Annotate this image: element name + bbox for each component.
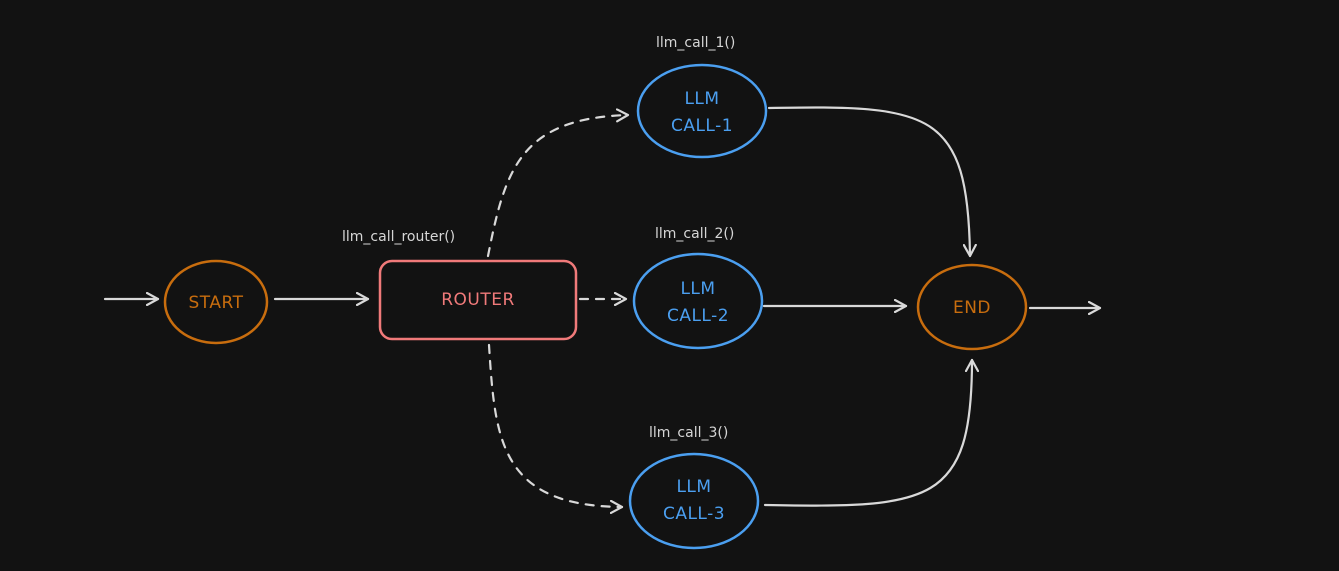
llm-call-3-line1: LLM	[676, 477, 711, 497]
start-label: START	[189, 293, 244, 313]
llm-call-1-node: LLM CALL-1	[636, 63, 768, 159]
router-box	[378, 259, 578, 341]
llm-call-3-line2: CALL-3	[663, 504, 725, 524]
llm-call-3-function-label: llm_call_3()	[649, 425, 728, 441]
llm-call-2-line1: LLM	[680, 279, 715, 299]
edge-router-to-llm1	[486, 115, 630, 258]
edge-llm1-to-end	[767, 106, 970, 258]
end-node: END	[916, 263, 1028, 351]
end-label: END	[953, 298, 991, 318]
router-node: ROUTER	[378, 259, 578, 341]
llm-call-2-line2: CALL-2	[667, 306, 729, 326]
router-label: ROUTER	[441, 290, 515, 310]
llm-call-1-function-label: llm_call_1()	[656, 35, 735, 51]
router-function-label: llm_call_router()	[342, 229, 455, 245]
llm-call-3-circle	[628, 452, 760, 550]
edge-router-to-llm3	[487, 343, 624, 507]
llm-call-3-node: LLM CALL-3	[628, 452, 760, 550]
llm-call-1-line1: LLM	[684, 89, 719, 109]
llm-call-1-line2: CALL-1	[671, 116, 733, 136]
llm-call-1-circle	[636, 63, 768, 159]
end-circle	[916, 263, 1028, 351]
edge-llm3-to-end	[763, 358, 972, 507]
start-circle	[163, 259, 269, 345]
llm-call-2-function-label: llm_call_2()	[655, 226, 734, 242]
start-node: START	[163, 259, 269, 345]
llm-call-2-circle	[632, 252, 764, 350]
llm-call-2-node: LLM CALL-2	[632, 252, 764, 350]
